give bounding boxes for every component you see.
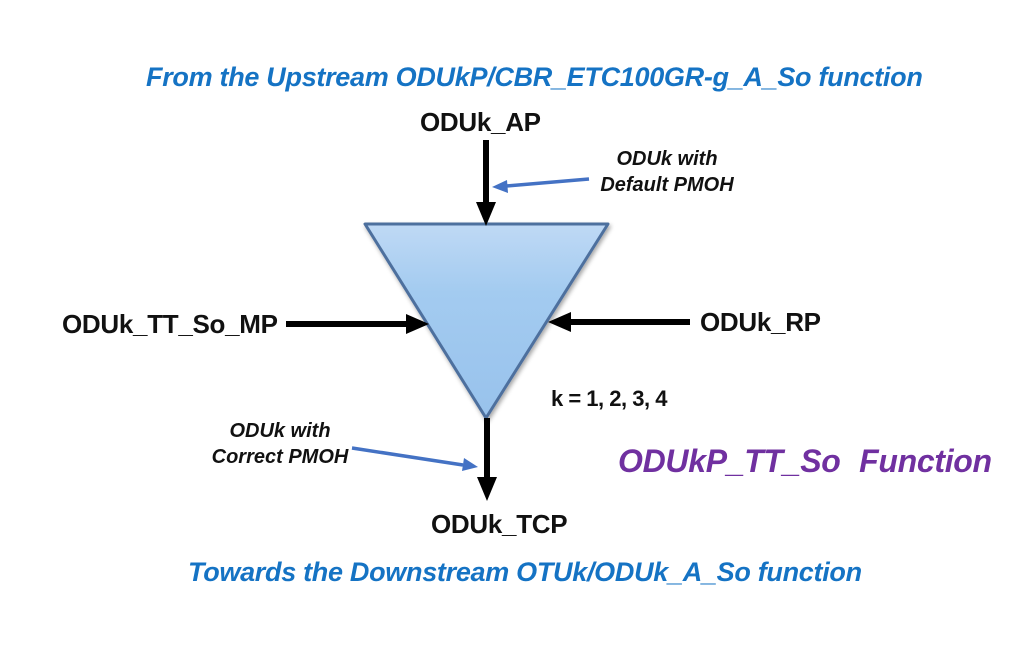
- correct-pmoh-arrow-line: [351, 446, 464, 467]
- port-label-oduk-rp: ODUk_RP: [700, 307, 821, 337]
- default-pmoh-callout-arrow: [492, 177, 590, 193]
- port-label-oduk-ap: ODUk_AP: [420, 107, 541, 137]
- function-title: ODUkP_TT_So Function: [618, 443, 992, 479]
- port-label-oduk-tcp: ODUk_TCP: [431, 509, 568, 539]
- bottom-port-arrow: [477, 418, 497, 501]
- annotation-default-pmoh: ODUk with Default PMOH: [594, 146, 740, 198]
- top-arrow-head: [476, 202, 496, 226]
- port-label-oduk-tt-so-mp: ODUk_TT_So_MP: [62, 309, 278, 339]
- k-values-label: k = 1, 2, 3, 4: [551, 386, 667, 411]
- annotation-correct-pmoh-line1: ODUk with: [229, 420, 331, 442]
- default-pmoh-arrow-line: [505, 177, 590, 188]
- top-port-arrow: [476, 140, 496, 226]
- annotation-default-pmoh-line2: Default PMOH: [600, 174, 734, 196]
- bottom-arrow-head: [477, 477, 497, 501]
- left-arrow-head: [406, 314, 429, 334]
- right-port-arrow: [548, 312, 690, 332]
- correct-pmoh-arrow-head: [462, 458, 478, 471]
- annotation-default-pmoh-line1: ODUk with: [616, 148, 718, 170]
- downstream-caption: Towards the Downstream OTUk/ODUk_A_So fu…: [188, 557, 862, 587]
- correct-pmoh-callout-arrow: [351, 446, 478, 471]
- annotation-correct-pmoh-line2: Correct PMOH: [211, 446, 349, 468]
- upstream-caption: From the Upstream ODUkP/CBR_ETC100GR-g_A…: [146, 62, 923, 92]
- left-port-arrow: [286, 314, 429, 334]
- annotation-correct-pmoh: ODUk with Correct PMOH: [209, 418, 351, 470]
- right-arrow-head: [548, 312, 571, 332]
- default-pmoh-arrow-head: [492, 180, 508, 193]
